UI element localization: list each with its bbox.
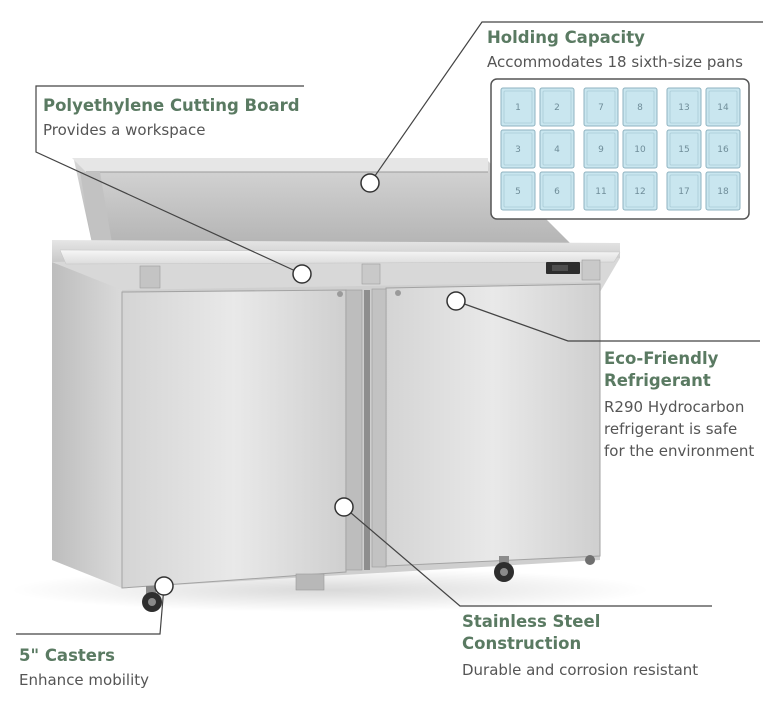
lid-top-edge (72, 158, 488, 172)
pan-slot: 8 (622, 87, 658, 127)
lid (74, 160, 570, 243)
pan-slot: 15 (666, 129, 702, 169)
left-door (121, 289, 347, 589)
right-caster (494, 556, 514, 582)
pan-number: 11 (595, 187, 606, 197)
callout-title: Polyethylene Cutting Board (43, 96, 300, 115)
pan-number: 4 (554, 145, 560, 155)
leader-lines (16, 21, 763, 635)
pan-number: 13 (678, 103, 689, 113)
pan-slot: 1 (500, 87, 536, 127)
callout-description-line1: R290 Hydrocarbon (604, 398, 745, 416)
pan-slot: 3 (500, 129, 536, 169)
pan-number: 17 (678, 187, 689, 197)
refrigerant-marker (446, 291, 466, 311)
callout-description-line2: refrigerant is safe (604, 420, 738, 438)
callout-description: Accommodates 18 sixth-size pans (487, 53, 743, 71)
rear-caster (585, 555, 595, 565)
pan-slot: 9 (583, 129, 619, 169)
cutting-board (59, 249, 621, 265)
pan-number: 14 (717, 103, 729, 113)
casters-marker (154, 576, 174, 596)
cabinet-left-side (52, 262, 122, 588)
callout-description: Provides a workspace (43, 121, 206, 139)
callout-eco-refrigerant: Eco-Friendly Refrigerant R290 Hydrocarbo… (604, 348, 754, 462)
callout-title: Holding Capacity (487, 28, 645, 47)
callout-markers (154, 173, 466, 596)
cutting-board-marker (292, 264, 312, 284)
pan-slot: 2 (539, 87, 575, 127)
pan-slot: 5 (500, 171, 536, 211)
pan-slot: 6 (539, 171, 575, 211)
holding-capacity-marker (360, 173, 380, 193)
pan-number: 7 (598, 103, 604, 113)
pan-slot: 16 (705, 129, 741, 169)
callout-title: 5" Casters (19, 646, 115, 665)
pan-slot: 11 (583, 171, 619, 211)
callout-title-line1: Stainless Steel (462, 612, 601, 631)
callout-title-line1: Eco-Friendly (604, 349, 719, 368)
pan-slot: 12 (622, 171, 658, 211)
cutting-board-rail (52, 258, 620, 292)
pan-number: 5 (515, 187, 521, 197)
pan-slot: 18 (705, 171, 741, 211)
pan-number: 10 (634, 145, 646, 155)
pan-number: 9 (598, 145, 604, 155)
callout-stainless-steel: Stainless Steel Construction Durable and… (462, 611, 698, 681)
callout-description: Durable and corrosion resistant (462, 661, 699, 679)
callout-description: Enhance mobility (19, 671, 150, 689)
pan-slot: 7 (583, 87, 619, 127)
right-door (385, 283, 601, 567)
left-door-handle (345, 289, 363, 571)
pan-number: 1 (515, 103, 521, 113)
pan-slot: 14 (705, 87, 741, 127)
callout-holding-capacity: Holding Capacity Accommodates 18 sixth-s… (487, 27, 743, 73)
pan-slot: 4 (539, 129, 575, 169)
callout-title-line2: Refrigerant (604, 371, 711, 390)
pan-number: 2 (554, 103, 560, 113)
pan-number: 3 (515, 145, 521, 155)
left-caster (142, 586, 162, 612)
pan-number: 8 (637, 103, 643, 113)
callout-title-line2: Construction (462, 634, 582, 653)
pan-number: 15 (678, 145, 689, 155)
callout-description-line3: for the environment (604, 442, 755, 460)
lid-side-panel (80, 172, 112, 243)
pan-number: 6 (554, 187, 560, 197)
pan-slot: 13 (666, 87, 702, 127)
pan-slot: 17 (666, 171, 702, 211)
right-door-handle (371, 288, 387, 568)
callout-cutting-board: Polyethylene Cutting Board Provides a wo… (43, 95, 300, 141)
pan-number: 18 (717, 187, 729, 197)
pan-slot: 10 (622, 129, 658, 169)
pan-number: 16 (717, 145, 729, 155)
construction-marker (334, 497, 354, 517)
pan-number: 12 (634, 187, 645, 197)
callout-casters: 5" Casters Enhance mobility (19, 645, 149, 691)
